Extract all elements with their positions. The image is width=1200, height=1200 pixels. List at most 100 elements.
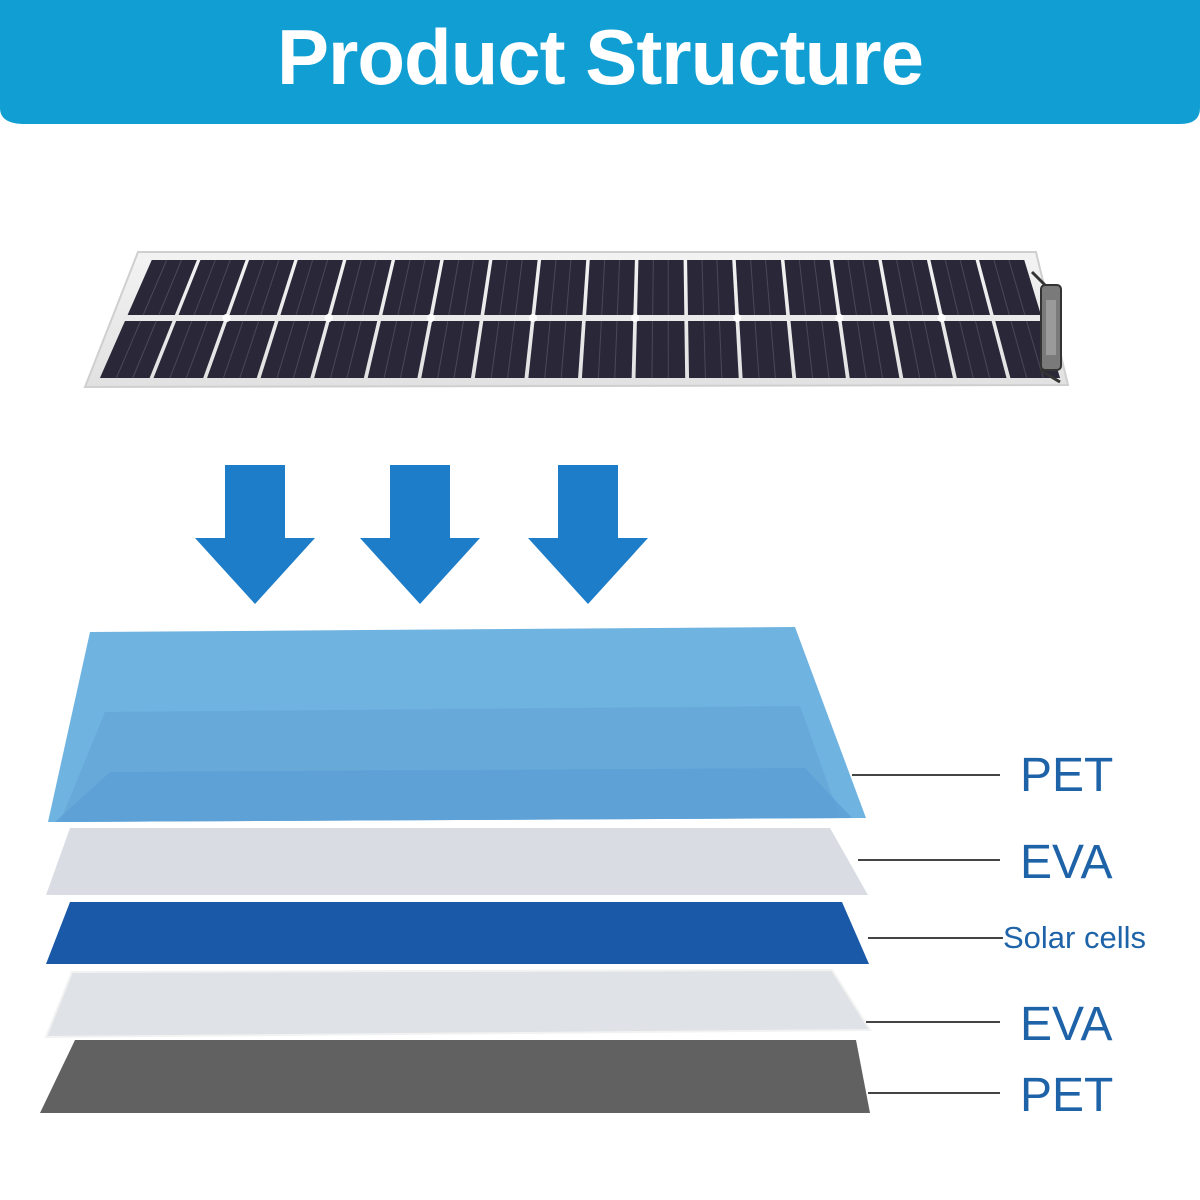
cell-connector-dot	[835, 314, 844, 322]
cell-busbar	[805, 320, 814, 379]
cell-busbar	[1010, 320, 1028, 379]
solar-cell	[314, 321, 378, 378]
cell-busbar	[397, 259, 411, 316]
cell-busbar	[1008, 259, 1026, 316]
label-pet-bottom: PET	[1020, 1069, 1114, 1122]
solar-panel	[83, 251, 1070, 389]
solar-cell	[99, 321, 173, 378]
label-eva-top: EVA	[1020, 836, 1113, 889]
cell-busbar	[346, 320, 362, 379]
solar-cell	[586, 260, 635, 315]
cell-busbar	[383, 320, 398, 379]
solar-cell	[127, 260, 197, 315]
cell-busbar	[993, 259, 1010, 316]
cell-busbar	[959, 259, 975, 316]
solar-cell	[687, 260, 736, 315]
solar-cell	[833, 260, 889, 315]
cell-busbar	[847, 259, 857, 316]
solar-cell	[229, 260, 295, 315]
cell-busbar	[453, 320, 464, 379]
solar-cell	[841, 321, 900, 378]
solar-cell	[421, 321, 480, 378]
cell-connector-dot	[528, 314, 537, 322]
cell-busbar	[169, 320, 193, 379]
layer-eva-top	[46, 828, 868, 895]
cell-busbar	[770, 320, 776, 379]
cell-connector-dot	[324, 314, 333, 322]
down-arrows	[195, 465, 648, 604]
solar-cell	[474, 321, 531, 378]
cell-busbar	[115, 320, 142, 379]
cell-busbar	[507, 320, 516, 379]
panel-cells	[99, 259, 1061, 379]
cell-busbar	[750, 259, 756, 316]
solar-cell	[581, 321, 634, 378]
down-arrow-icon	[195, 465, 315, 604]
cell-busbar	[185, 320, 208, 379]
cell-busbar	[276, 320, 295, 379]
cell-busbar	[142, 259, 168, 316]
cell-busbar	[565, 259, 572, 316]
solar-cell	[944, 321, 1007, 378]
solar-cell	[637, 260, 685, 315]
cell-busbar	[923, 320, 937, 379]
solar-cell	[153, 321, 224, 378]
solar-cell	[635, 321, 686, 378]
cell-busbar	[499, 259, 508, 316]
cell-busbar	[346, 259, 362, 316]
header-banner	[0, 0, 1200, 124]
cell-connector-dot	[631, 314, 640, 322]
junction-box	[1030, 270, 1062, 384]
solar-cell	[979, 260, 1041, 315]
cell-busbar	[798, 259, 806, 316]
cell-busbar	[813, 259, 822, 316]
cell-busbar	[1026, 320, 1044, 379]
cell-busbar	[490, 320, 500, 379]
solar-cell	[535, 260, 587, 315]
solar-cell	[382, 260, 441, 315]
cell-busbar	[701, 259, 705, 316]
cell-busbar	[362, 259, 377, 316]
cell-busbar	[222, 320, 244, 379]
solar-cell	[207, 321, 275, 378]
page-title: Product Structure	[276, 12, 924, 101]
cell-busbar	[718, 320, 723, 379]
cell-busbar	[856, 320, 867, 379]
cell-busbar	[597, 320, 602, 379]
cell-connector-dot	[426, 314, 435, 322]
cell-busbar	[872, 320, 884, 379]
cell-busbar	[614, 320, 618, 379]
cell-busbar	[974, 320, 991, 379]
cell-busbar	[896, 259, 908, 316]
cell-busbar	[944, 259, 959, 316]
layer-solar-cells	[46, 902, 869, 964]
cell-busbar	[209, 259, 231, 316]
cell-connector-dot	[222, 314, 231, 322]
cell-busbar	[616, 259, 621, 316]
cell-busbar	[821, 320, 830, 379]
solar-cell	[892, 321, 953, 378]
cell-busbar	[550, 259, 557, 316]
cell-busbar	[311, 259, 329, 316]
cell-busbar	[400, 320, 413, 379]
cell-busbar	[601, 259, 606, 316]
cell-busbar	[132, 320, 157, 379]
solar-cell	[178, 260, 246, 315]
cell-busbar	[292, 320, 311, 379]
down-arrow-icon	[528, 465, 648, 604]
cell-busbar	[544, 320, 551, 379]
cell-busbar	[716, 259, 720, 316]
cell-busbar	[652, 259, 654, 316]
solar-cell	[260, 321, 327, 378]
solar-cell	[367, 321, 429, 378]
cell-busbar	[413, 259, 426, 316]
cell-busbar	[703, 320, 706, 379]
cell-busbar	[862, 259, 873, 316]
down-arrow-icon	[360, 465, 480, 604]
solar-cell	[790, 321, 846, 378]
cell-busbar	[330, 320, 346, 379]
cell-busbar	[244, 259, 265, 316]
cell-busbar	[651, 320, 654, 379]
cell-busbar	[514, 259, 523, 316]
label-eva-bottom: EVA	[1020, 998, 1113, 1051]
